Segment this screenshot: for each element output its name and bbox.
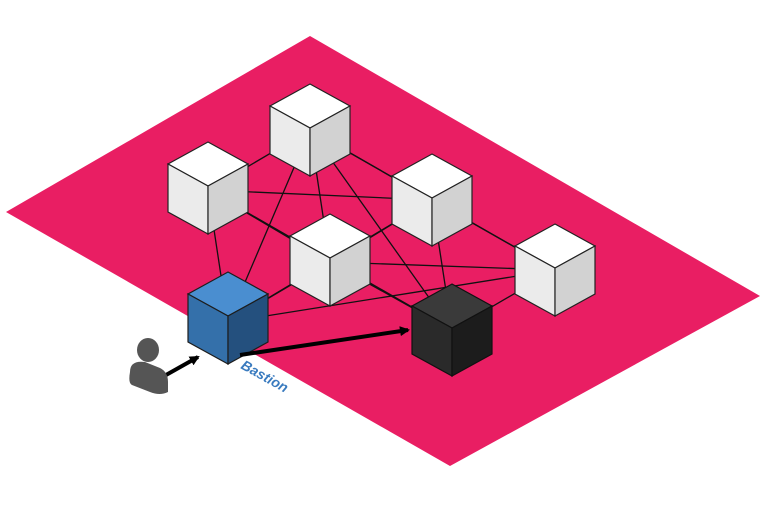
arrow-user-to-bastion: [165, 355, 200, 377]
target-host-cube: [410, 283, 494, 378]
network-plane: [6, 36, 760, 466]
user-icon: [129, 338, 168, 394]
arrow-bastion-to-target: [239, 326, 410, 357]
bastion-host-cube: [186, 271, 270, 366]
server-cube-right-upper: [390, 153, 474, 248]
server-cube-upper-left: [166, 141, 250, 236]
server-cube-center: [288, 213, 372, 308]
server-cube-top-center: [268, 83, 352, 178]
server-cube-far-right: [513, 223, 597, 318]
